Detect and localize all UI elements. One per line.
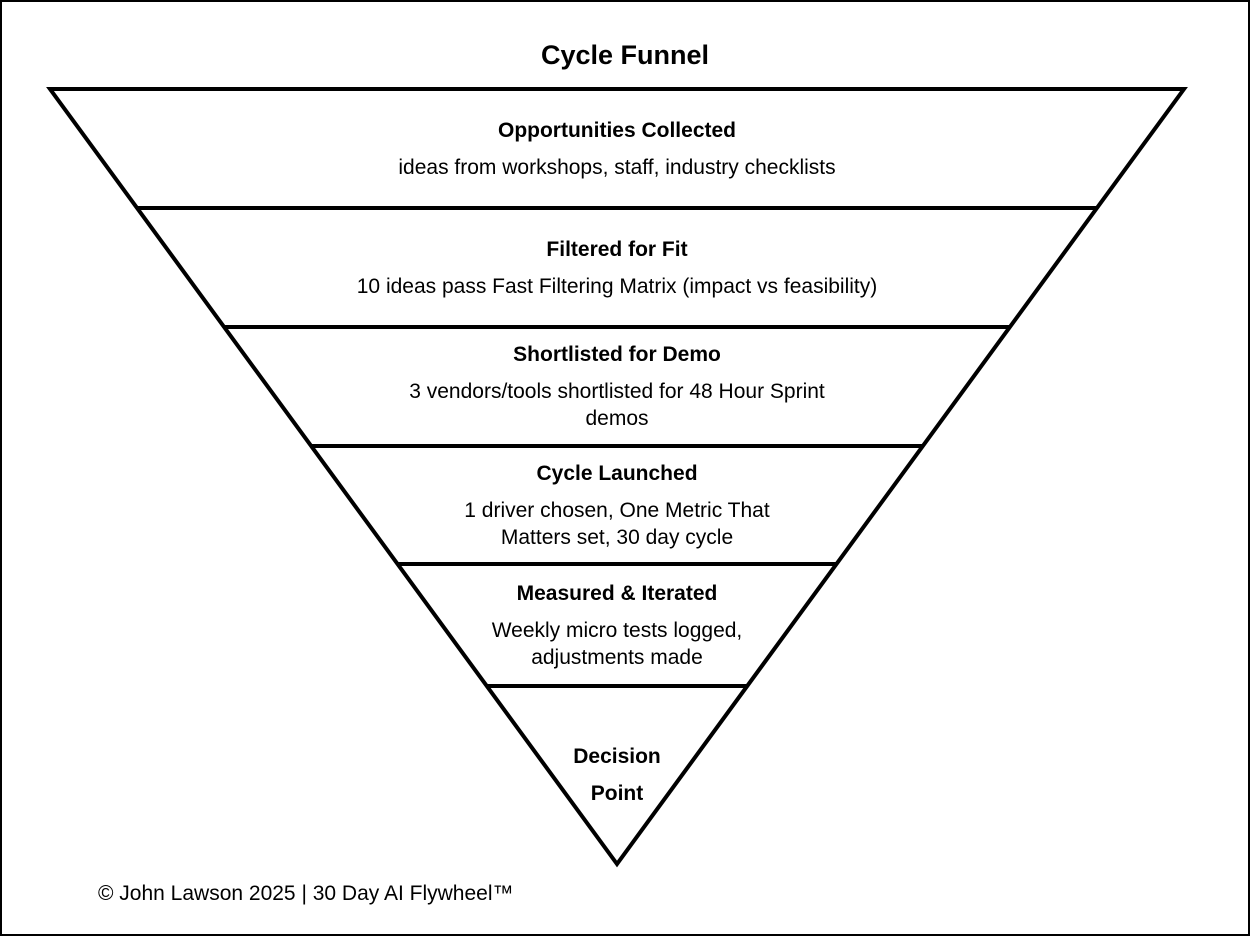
stage-description: 1 driver chosen, One Metric That Matters…: [464, 498, 770, 549]
funnel-stage-measured-iterated: Measured & Iterated Weekly micro tests l…: [8, 564, 1226, 686]
stage-description: ideas from workshops, staff, industry ch…: [398, 155, 836, 179]
funnel-stage-opportunities-collected: Opportunities Collected ideas from works…: [8, 89, 1226, 208]
stage-description: 3 vendors/tools shortlisted for 48 Hour …: [409, 380, 825, 430]
funnel-stage-cycle-launched: Cycle Launched 1 driver chosen, One Metr…: [8, 446, 1226, 564]
stage-description: 10 ideas pass Fast Filtering Matrix (imp…: [356, 274, 878, 298]
stage-label: Decision Point: [573, 745, 661, 805]
page-title: Cycle Funnel: [540, 40, 710, 70]
footer-credit: © John Lawson 2025 | 30 Day AI Flywheel™: [98, 882, 514, 905]
stage-label: Cycle Launched: [536, 461, 698, 485]
funnel-stage-filtered-for-fit: Filtered for Fit 10 ideas pass Fast Filt…: [8, 208, 1226, 327]
stage-label: Filtered for Fit: [546, 237, 688, 261]
funnel-outline: [46, 87, 1188, 868]
stage-label: Shortlisted for Demo: [513, 343, 721, 366]
stage-label: Opportunities Collected: [497, 118, 736, 142]
stage-description: Weekly micro tests logged, adjustments m…: [491, 618, 743, 669]
funnel-stage-decision-point: Decision Point: [8, 686, 1226, 864]
stage-label: Measured & Iterated: [516, 581, 718, 605]
funnel-stage-shortlisted-for-demo: Shortlisted for Demo 3 vendors/tools sho…: [8, 327, 1226, 446]
